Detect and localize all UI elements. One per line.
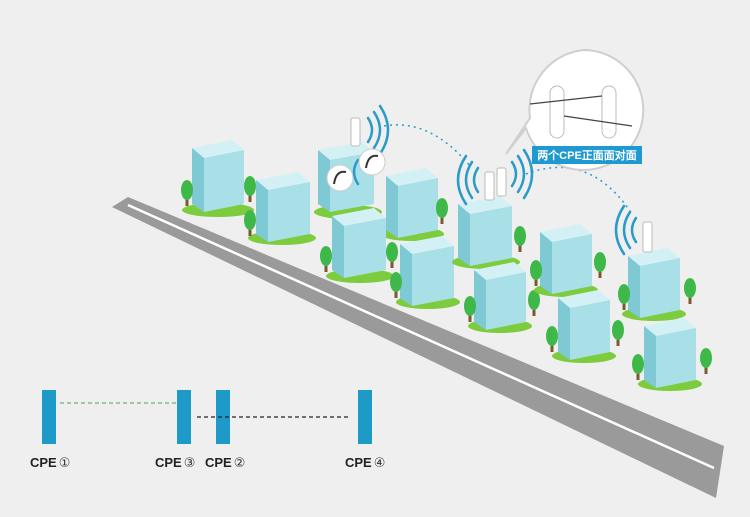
link-dotted [383,124,471,167]
signal-icon [456,154,480,206]
cpe-name: CPE [345,455,372,470]
cpe-number: ④ [373,455,386,470]
building [546,290,624,363]
callout-bubble: 两个CPE正面面对面 [505,48,645,171]
wireless-links [383,124,633,215]
cpe-number: ③ [183,455,196,470]
building [452,167,526,269]
cpe-number: ① [58,455,71,470]
callout-device-left [549,85,565,139]
cpe-device [496,167,507,197]
callout-label-bg [532,146,642,164]
building [181,140,256,217]
cpe-device [642,221,653,253]
signal-icon [614,204,638,256]
cpe-bar-4 [358,390,372,444]
cpe-bar-2 [216,390,230,444]
building [632,318,712,391]
road-surface [112,197,724,498]
building [320,208,398,283]
cpe-name: CPE [30,455,57,470]
road [112,197,724,498]
cpe-name: CPE [205,455,232,470]
signal-icon [510,148,534,200]
device-callouts [326,148,386,192]
building [464,262,540,333]
buildings [181,117,712,391]
cpe-bar-3 [177,390,191,444]
road-center-line [127,203,715,470]
signal-icon [366,104,390,156]
cpe-device [350,117,361,147]
building [530,224,606,297]
building [618,221,696,321]
cpe-device [484,171,495,201]
building [244,172,316,245]
cpe-name: CPE [155,455,182,470]
callout-device-right [601,85,617,139]
wireless-signals [352,104,638,256]
signal-icon [352,158,360,186]
building [380,168,448,241]
link-dotted [525,166,633,215]
cpe-bar-1 [42,390,56,444]
cpe-schematic [42,390,372,444]
cpe-number: ② [233,455,246,470]
building [390,236,460,309]
callout-text: 两个CPE正面面对面 [537,148,637,162]
